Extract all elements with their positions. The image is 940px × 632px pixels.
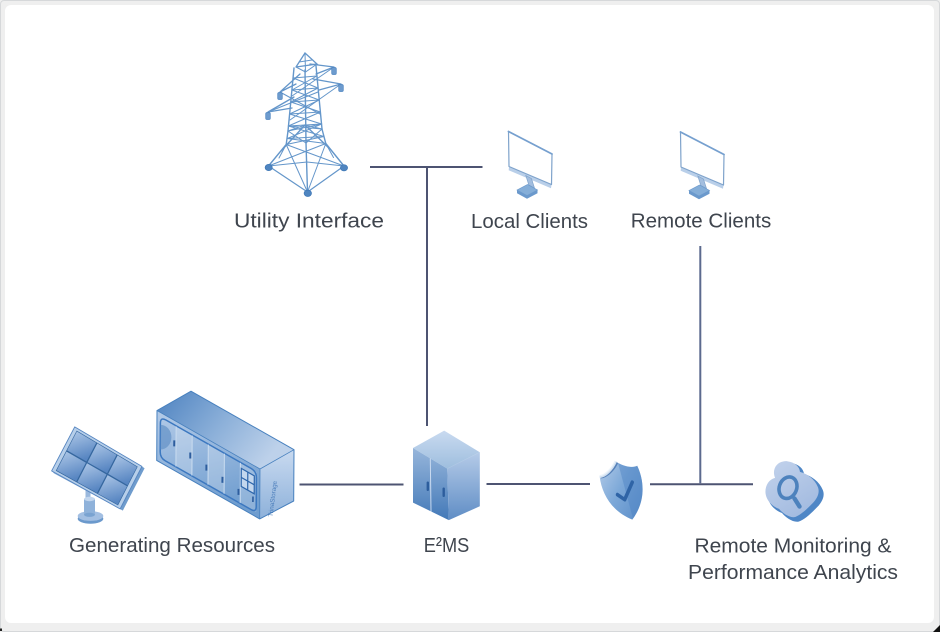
svg-text:Utility Interface: Utility Interface (234, 210, 384, 233)
svg-text:Remote Clients: Remote Clients (631, 210, 772, 233)
svg-text:Performance Analytics: Performance Analytics (688, 561, 898, 584)
svg-text:TrinaStorage: TrinaStorage (268, 480, 279, 517)
svg-text:Local Clients: Local Clients (471, 210, 588, 233)
svg-text:Generating Resources: Generating Resources (69, 534, 275, 557)
svg-text:E²MS: E²MS (424, 534, 470, 557)
svg-text:Remote Monitoring &: Remote Monitoring & (695, 535, 892, 558)
